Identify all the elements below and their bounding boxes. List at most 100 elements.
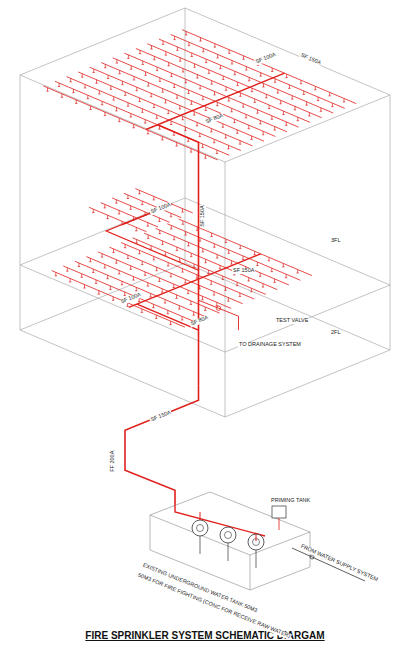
pipe-label: FF 200A	[110, 450, 116, 473]
sprinkler-drop	[150, 293, 151, 297]
floor-feed	[106, 214, 198, 270]
sprinkler-drop	[205, 259, 206, 263]
sprinkler-drop	[197, 75, 198, 79]
sprinkler-drop	[191, 53, 192, 57]
building-edge	[225, 162, 226, 417]
sprinkler-drop	[286, 274, 287, 278]
sprinkler-drop	[116, 200, 117, 204]
branch-pipe	[124, 53, 298, 127]
sprinkler-head	[181, 119, 183, 120]
branch-pipe	[75, 261, 208, 318]
sprinkler-drop	[128, 55, 129, 59]
sprinkler-head	[158, 281, 160, 282]
sprinkler-head	[247, 280, 249, 281]
pipe-label: 50M3 FOR FIRE FIGHTING (CONC FOR RECEIVE…	[136, 572, 292, 639]
sprinkler-head	[285, 277, 287, 278]
sprinkler-head	[271, 71, 273, 72]
sprinkler-head	[106, 278, 108, 279]
sprinkler-head	[204, 158, 206, 159]
sprinkler-drop	[260, 273, 261, 277]
sprinkler-head	[161, 244, 163, 245]
sprinkler-head	[162, 44, 164, 45]
sprinkler-head	[147, 133, 149, 134]
sprinkler-head	[112, 252, 114, 253]
branch-pipe	[136, 48, 310, 122]
sprinkler-head	[176, 146, 178, 147]
sprinkler-drop	[170, 321, 171, 325]
sprinkler-drop	[243, 256, 244, 260]
sprinkler-head	[170, 216, 172, 217]
sprinkler-head	[139, 53, 141, 54]
suction-pipe	[200, 536, 201, 554]
sprinkler-drop	[275, 79, 276, 83]
sprinkler-head	[251, 91, 253, 92]
sprinkler-head	[210, 284, 212, 285]
sprinkler-head	[222, 79, 224, 80]
sprinkler-drop	[156, 267, 157, 271]
sprinkler-drop	[297, 270, 298, 274]
sprinkler-drop	[277, 90, 278, 94]
sprinkler-head	[219, 68, 221, 69]
branch-pipe	[171, 34, 345, 108]
sprinkler-drop	[110, 286, 111, 290]
sprinkler-head	[282, 114, 284, 115]
fire-pump	[192, 520, 208, 536]
sprinkler-drop	[131, 66, 132, 70]
diagram-title: FIRE SPRINKLER SYSTEM SCHEMATIC DIARGAM	[0, 630, 410, 641]
sprinkler-head	[202, 99, 204, 100]
branch-pipe	[86, 257, 219, 314]
sprinkler-head	[260, 76, 262, 77]
sprinkler-drop	[251, 288, 252, 292]
sprinkler-drop	[99, 91, 100, 95]
supply-valve	[310, 555, 314, 559]
sprinkler-head	[121, 284, 123, 285]
sprinkler-drop	[147, 283, 148, 287]
sprinkler-drop	[249, 77, 250, 81]
sprinkler-drop	[214, 292, 215, 296]
sprinkler-drop	[320, 108, 321, 112]
sprinkler-drop	[234, 71, 235, 75]
sprinkler-head	[245, 70, 247, 71]
sprinkler-head	[173, 287, 175, 288]
sprinkler-head	[227, 148, 229, 149]
sprinkler-drop	[271, 116, 272, 120]
sprinkler-drop	[228, 145, 229, 149]
sprinkler-head	[204, 310, 206, 311]
sprinkler-head	[118, 73, 120, 74]
sprinkler-head	[300, 83, 302, 84]
sprinkler-drop	[286, 74, 287, 78]
fire-pump	[220, 527, 236, 543]
sprinkler-head	[95, 283, 97, 284]
sprinkler-head	[213, 295, 215, 296]
branch-pipe	[101, 63, 275, 137]
sprinkler-drop	[156, 315, 157, 319]
sprinkler-drop	[217, 54, 218, 58]
sprinkler-drop	[179, 306, 180, 310]
sprinkler-head	[262, 134, 264, 135]
sprinkler-drop	[168, 263, 169, 267]
sprinkler-drop	[234, 119, 235, 123]
sprinkler-head	[274, 82, 276, 83]
branch-pipe	[182, 30, 356, 104]
sprinkler-drop	[274, 279, 275, 283]
sprinkler-drop	[208, 70, 209, 74]
sprinkler-head	[201, 299, 203, 300]
branch-pipe	[67, 77, 241, 151]
sprinkler-drop	[157, 67, 158, 71]
sprinkler-drop	[182, 116, 183, 120]
sprinkler-drop	[104, 264, 105, 268]
sprinkler-drop	[239, 293, 240, 297]
sprinkler-drop	[208, 270, 209, 274]
sprinkler-head	[187, 245, 189, 246]
sprinkler-drop	[139, 50, 140, 54]
sprinkler-drop	[251, 88, 252, 92]
sprinkler-drop	[121, 281, 122, 285]
sprinkler-drop	[142, 109, 143, 113]
sprinkler-head	[72, 92, 74, 93]
sprinkler-drop	[162, 241, 163, 245]
sprinkler-head	[95, 83, 97, 84]
sprinkler-head	[147, 238, 149, 239]
sprinkler-drop	[188, 90, 189, 94]
sprinkler-head	[185, 34, 187, 35]
sprinkler-drop	[202, 96, 203, 100]
